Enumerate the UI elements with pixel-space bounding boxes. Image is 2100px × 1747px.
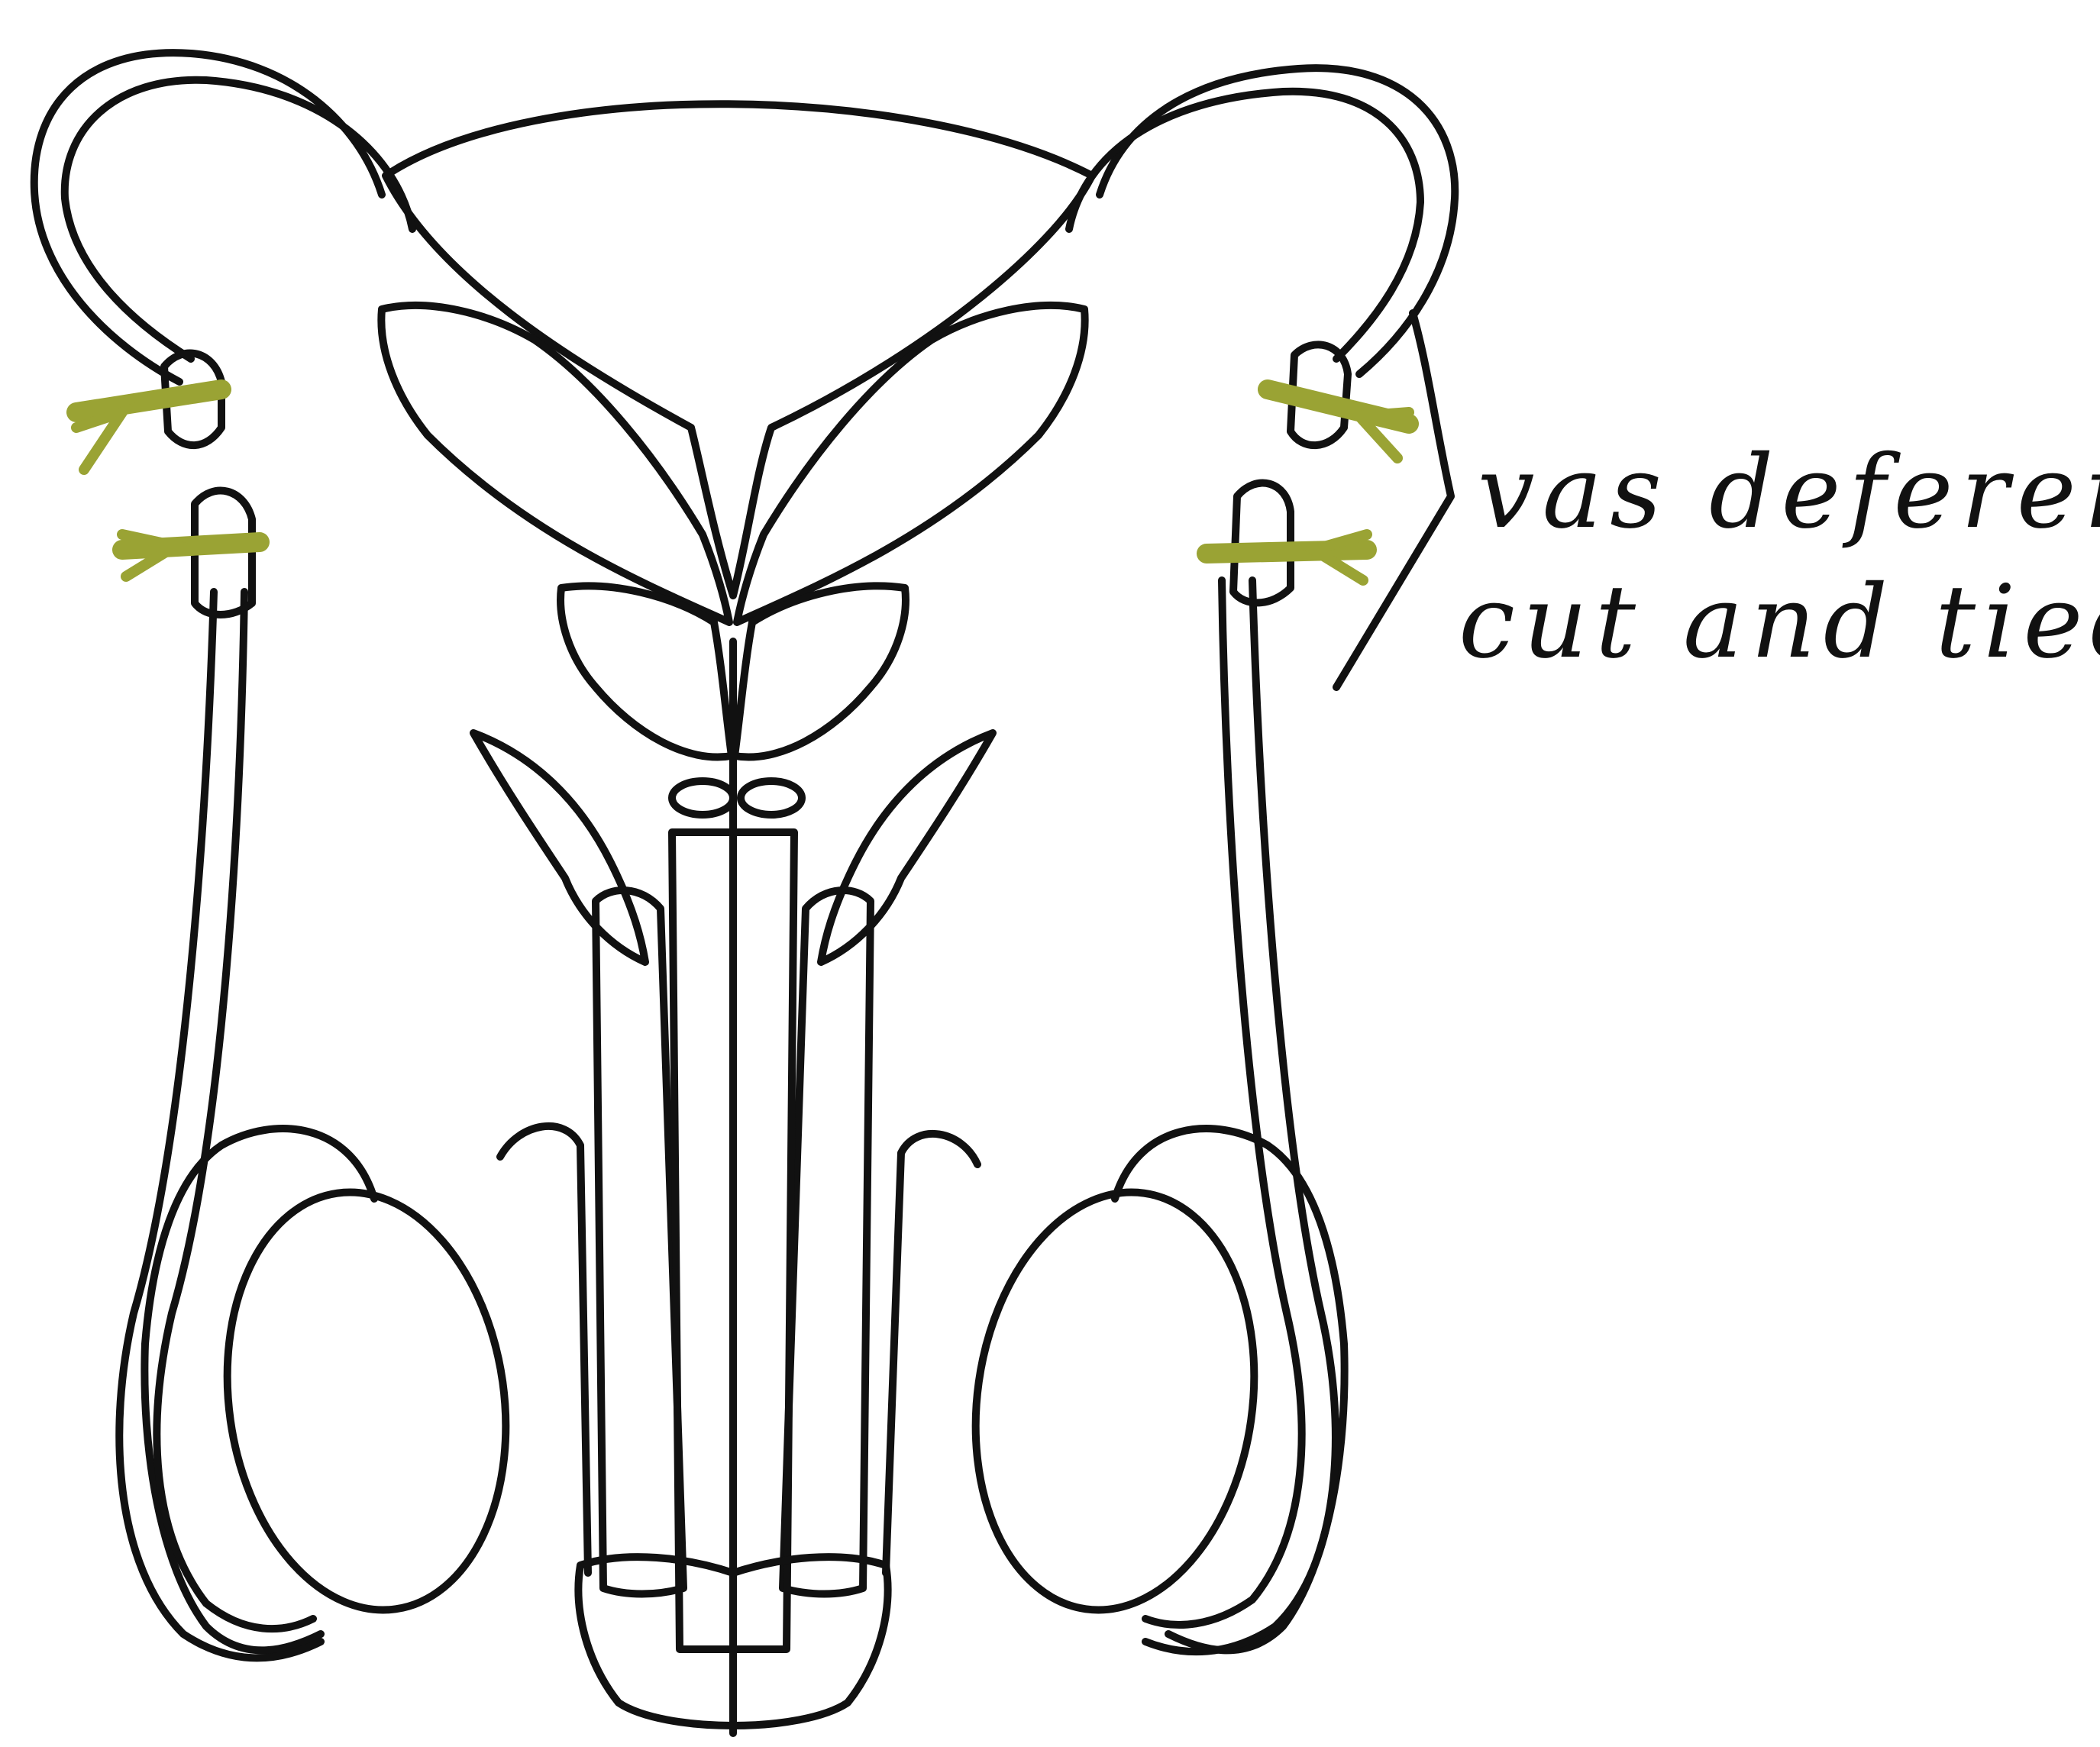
annotation-bracket <box>1336 313 1451 687</box>
testis-left <box>201 1174 531 1629</box>
seminal-vesicle-right <box>737 305 1085 622</box>
crus-right <box>821 733 993 962</box>
crus-left <box>473 733 645 962</box>
bulbourethral-gland-right <box>741 781 802 815</box>
bulbourethral-gland-left <box>672 781 733 815</box>
annotation-line-1: vas deferens <box>1478 434 2100 551</box>
bladder <box>386 104 1092 596</box>
abdominal-hook-right <box>886 1134 977 1573</box>
vas-deferens-left-inner <box>65 80 412 359</box>
abdominal-hook-left <box>500 1126 588 1573</box>
vas-deferens-right-lower <box>1145 580 1336 1652</box>
epididymis-left <box>144 1129 374 1650</box>
testis-right <box>949 1174 1280 1629</box>
ligature-left-upper <box>76 389 221 470</box>
vas-deferens-right <box>1100 68 1455 374</box>
vas-deferens-left <box>34 53 382 382</box>
vas-deferens-right-inner <box>1069 92 1420 359</box>
annotation-line-2: cut and tied <box>1459 563 2100 681</box>
seminal-vesicle-left <box>381 305 729 622</box>
vas-deferens-left-lower-inner <box>157 592 313 1629</box>
vas-deferens-right-lower-inner <box>1145 580 1302 1625</box>
vas-deferens-left-lower <box>119 592 321 1658</box>
